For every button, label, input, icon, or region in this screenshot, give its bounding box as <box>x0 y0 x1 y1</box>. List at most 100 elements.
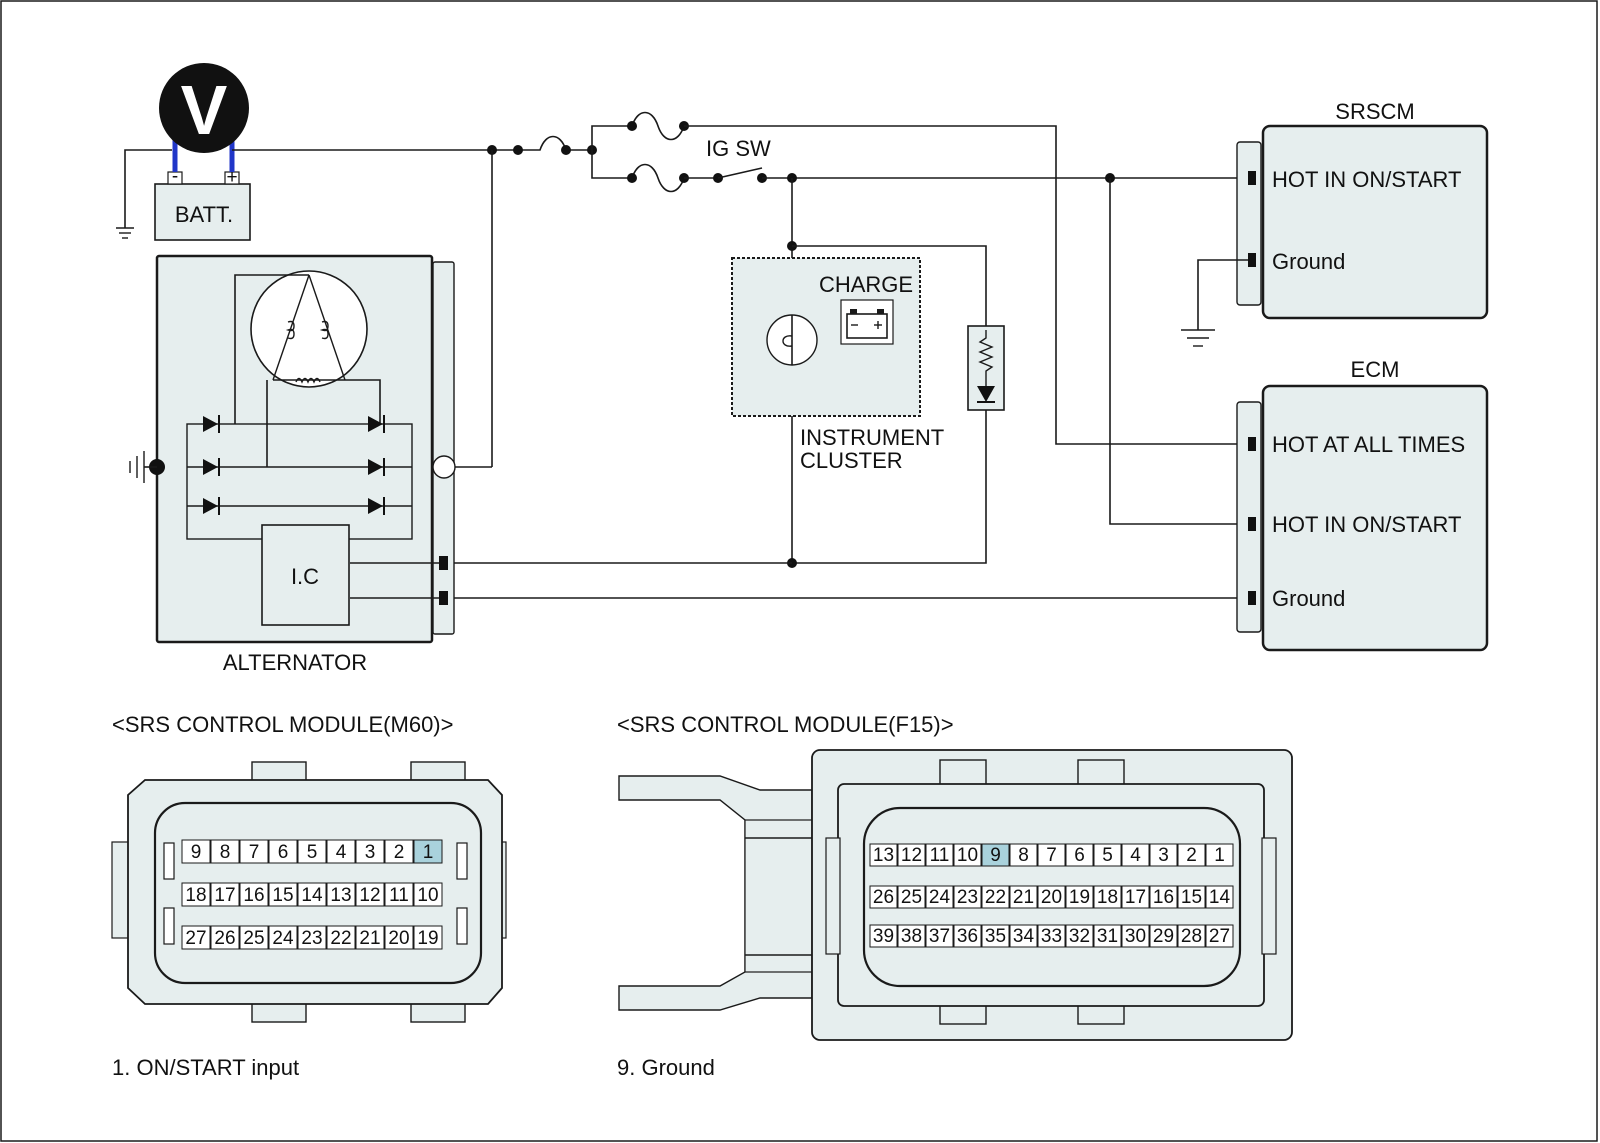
m60-pin-cell <box>210 882 240 907</box>
m60-pin-cell <box>268 839 298 864</box>
connector-f15-title: <SRS CONTROL MODULE(F15)> <box>617 712 954 737</box>
srscm-title: SRSCM <box>1335 99 1414 124</box>
m60-pin-cell <box>384 882 414 907</box>
m60-pin-cell <box>384 925 414 950</box>
m60-pin-cell <box>239 839 269 864</box>
m60-pin-label: 14 <box>301 885 323 906</box>
f15-pin-label: 38 <box>901 926 922 947</box>
f15-pin-label: 20 <box>1041 887 1062 908</box>
f15-pin-label: 23 <box>957 887 978 908</box>
f15-pin-label: 28 <box>1181 926 1202 947</box>
f15-pin-cell <box>1121 885 1150 909</box>
f15-pin-label: 15 <box>1181 887 1202 908</box>
m60-pin-label: 13 <box>330 885 351 906</box>
f15-pin-label: 37 <box>929 926 950 947</box>
f15-pin-cell <box>1065 843 1094 867</box>
f15-pin-label: 10 <box>957 845 978 866</box>
m60-pin-cell <box>326 925 356 950</box>
m60-pin-label: 16 <box>243 885 264 906</box>
m60-pin-cell <box>268 882 298 907</box>
f15-pin-label: 3 <box>1158 845 1169 866</box>
battery-neg-sign: - <box>172 166 178 187</box>
resistor-diode <box>967 325 1005 411</box>
m60-pin-cell <box>210 839 240 864</box>
f15-pin-label: 32 <box>1069 926 1090 947</box>
f15-pin-cell <box>1065 924 1094 948</box>
m60-pin-label: 25 <box>243 928 264 949</box>
ground-battery-neg <box>116 149 172 239</box>
f15-pin-cell <box>869 843 898 867</box>
m60-pin-label: 10 <box>417 885 438 906</box>
f15-pin-label: 30 <box>1125 926 1146 947</box>
charge-lamp-circuit <box>452 178 1250 599</box>
m60-pin-cell <box>355 882 385 907</box>
f15-pin-label: 26 <box>873 887 894 908</box>
f15-pin-label: 35 <box>985 926 1006 947</box>
m60-pin-label: 5 <box>307 842 318 863</box>
f15-pin-cell <box>981 924 1010 948</box>
stator-icon <box>250 270 368 388</box>
m60-pin-label: 19 <box>417 928 438 949</box>
f15-pin-label: 16 <box>1153 887 1174 908</box>
battery-pos-sign: + <box>226 167 237 188</box>
f15-pin-cell <box>1177 924 1206 948</box>
f15-pin-cell <box>1009 924 1038 948</box>
m60-pin-cell <box>326 839 356 864</box>
charge-lamp-label: CHARGE <box>819 272 913 297</box>
f15-pin-label: 22 <box>985 887 1006 908</box>
f15-pin-cell <box>1037 885 1066 909</box>
ecm-pin-hot-on-start: HOT IN ON/START <box>1272 512 1461 537</box>
f15-pin-cell <box>1205 924 1234 948</box>
m60-pin-cell <box>181 882 211 907</box>
f15-pin-cell <box>925 843 954 867</box>
f15-pin-cell <box>869 924 898 948</box>
m60-pin-label: 3 <box>365 842 376 863</box>
f15-pin-cell <box>981 843 1010 867</box>
f15-pin-cell <box>1009 843 1038 867</box>
m60-pin-label: 8 <box>220 842 231 863</box>
battery: - + BATT. <box>154 166 251 241</box>
f15-pin-label: 8 <box>1018 845 1029 866</box>
ic-label: I.C <box>291 564 319 589</box>
m60-pin-cell <box>210 925 240 950</box>
f15-pin-cell <box>1177 885 1206 909</box>
f15-pin-label: 6 <box>1074 845 1085 866</box>
m60-pin-cell <box>326 882 356 907</box>
m60-pin-cell <box>181 925 211 950</box>
f15-pin-cell <box>953 885 982 909</box>
f15-pin-label: 4 <box>1130 845 1141 866</box>
f15-pin-cell <box>1037 843 1066 867</box>
f15-pin-cell <box>925 885 954 909</box>
m60-pin-cell <box>239 882 269 907</box>
f15-pin-cell <box>1121 843 1150 867</box>
f15-pin-cell <box>1037 924 1066 948</box>
m60-pin-label: 20 <box>388 928 409 949</box>
m60-pin-label: 22 <box>330 928 351 949</box>
battery-positive-wire <box>232 135 597 468</box>
f15-pin-label: 13 <box>873 845 894 866</box>
m60-pin-label: 6 <box>278 842 289 863</box>
f15-pin-cell <box>1093 924 1122 948</box>
f15-pin-label: 12 <box>901 845 922 866</box>
alternator: I.C <box>129 254 456 644</box>
cluster-title-line2: CLUSTER <box>800 448 903 473</box>
f15-pin-cell <box>1121 924 1150 948</box>
voltmeter-icon <box>159 63 249 153</box>
m60-pin-label: 7 <box>249 842 260 863</box>
f15-pin-cell <box>1009 885 1038 909</box>
connector-m60-note: 1. ON/START input <box>112 1055 299 1080</box>
f15-pin-label: 5 <box>1102 845 1113 866</box>
connector-m60-title: <SRS CONTROL MODULE(M60)> <box>112 712 453 737</box>
f15-pin-label: 19 <box>1069 887 1090 908</box>
f15-pin-label: 36 <box>957 926 978 947</box>
f15-pin-cell <box>1065 885 1094 909</box>
f15-pin-label: 1 <box>1214 845 1225 866</box>
connector-f15-note: 9. Ground <box>617 1055 715 1080</box>
ig-switch-label: IG SW <box>706 136 771 161</box>
fuse-branch-lower <box>591 150 1250 525</box>
m60-pin-cell <box>413 882 443 907</box>
